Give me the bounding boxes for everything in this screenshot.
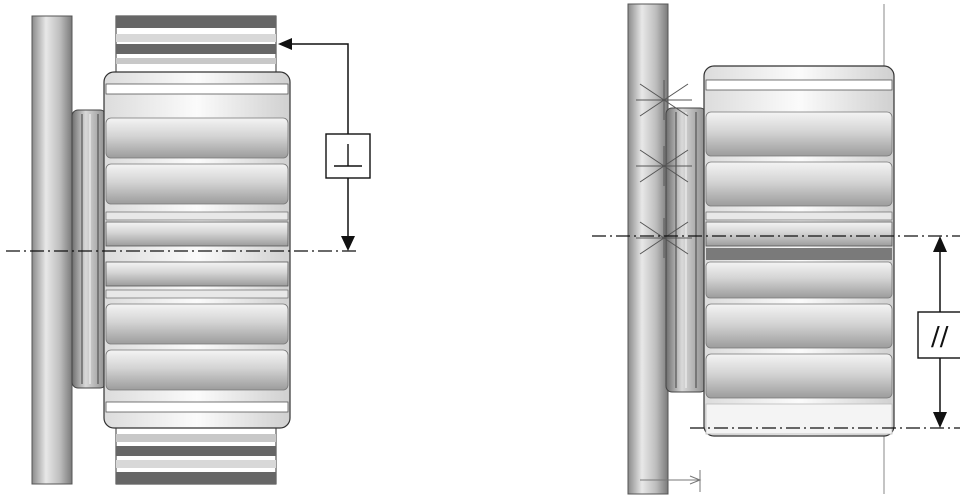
top-shaft-strip xyxy=(115,15,277,73)
dimension-arrowhead-up xyxy=(933,236,947,252)
parallelism-frame: // xyxy=(917,311,960,359)
leader-arrowhead-down xyxy=(341,236,355,251)
parallelism-icon: // xyxy=(931,322,949,352)
perpendicularity-icon xyxy=(334,144,362,167)
gear-body xyxy=(103,71,291,429)
gear-hub xyxy=(71,109,107,389)
probe-marks xyxy=(636,80,692,258)
dimension-arrowhead-down xyxy=(933,412,947,428)
tolerance-leader xyxy=(290,43,349,238)
datum-plate xyxy=(31,15,73,485)
gear-body xyxy=(703,65,895,437)
datum-arrow xyxy=(640,470,702,492)
parallelism-dimension xyxy=(933,236,947,428)
right-figure-parallelism: // xyxy=(592,3,960,495)
leader-arrowhead-left xyxy=(278,38,292,50)
bottom-shaft-strip xyxy=(115,427,277,485)
gear-hub xyxy=(665,107,707,393)
left-figure-perpendicularity xyxy=(6,15,371,485)
perpendicularity-frame xyxy=(325,133,371,179)
